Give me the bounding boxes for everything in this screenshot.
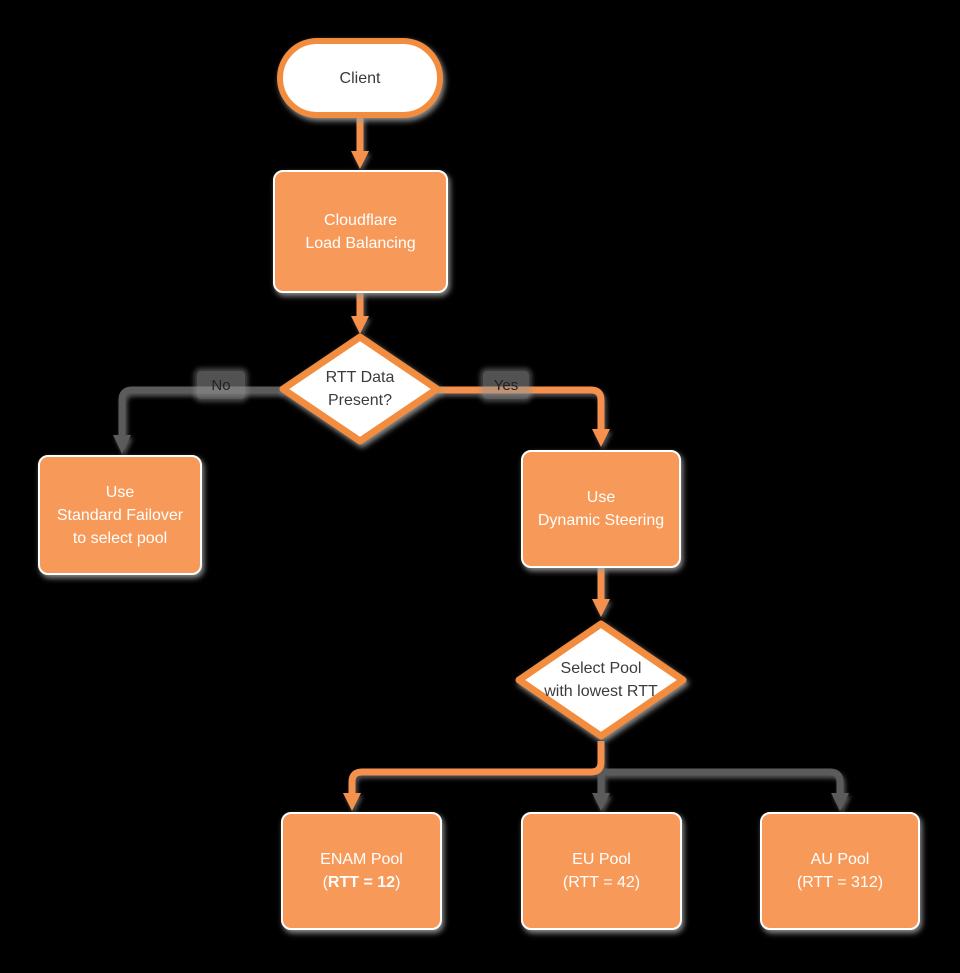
node-dynamic-steering: Use Dynamic Steering [521, 450, 681, 568]
arrowhead-no-icon [113, 435, 131, 454]
edge-label-no-text: No [211, 376, 231, 394]
node-dynamic-steering-line2: Dynamic Steering [537, 512, 665, 529]
edge-label-yes: Yes [483, 371, 529, 399]
node-eu-pool-line2: (RTT = 42) [562, 874, 641, 891]
node-au-pool: AU Pool (RTT = 312) [760, 812, 920, 930]
node-enam-pool: ENAM Pool (RTT = 12) [281, 812, 442, 930]
arrowhead-eu-icon [592, 793, 610, 811]
node-select-pool: Select Pool with lowest RTT [514, 619, 688, 741]
enam-rtt-open-paren: ( [322, 874, 328, 891]
node-eu-pool-line1: EU Pool [572, 851, 631, 868]
node-rtt-decision: RTT Data Present? [278, 332, 442, 446]
arrowhead-lb-icon [351, 151, 369, 169]
arrowhead-select-icon [592, 599, 610, 617]
node-standard-failover-line1: Use [105, 483, 135, 501]
arrowhead-enam-icon [343, 793, 361, 811]
edge-label-no: No [197, 371, 245, 399]
node-rtt-decision-line2: Present? [327, 392, 393, 409]
enam-rtt-close-paren: ) [395, 874, 401, 891]
node-client-label: Client [339, 69, 381, 87]
node-dynamic-steering-line1: Use [586, 489, 616, 506]
edge-label-yes-text: Yes [493, 376, 519, 394]
node-load-balancing-line1: Cloudflare [324, 211, 397, 229]
node-enam-pool-line1: ENAM Pool [320, 851, 403, 868]
node-standard-failover: Use Standard Failover to select pool [38, 455, 202, 575]
select-pool-diamond-shape [515, 620, 687, 740]
node-client: Client [277, 38, 443, 118]
node-rtt-decision-line1: RTT Data [325, 369, 395, 386]
arrowhead-au-icon [831, 793, 849, 811]
arrowhead-yes-icon [592, 429, 610, 447]
node-standard-failover-line2: Standard Failover [56, 506, 184, 524]
node-load-balancing: Cloudflare Load Balancing [273, 170, 448, 293]
arrowhead-rtt-icon [351, 316, 369, 334]
edge-select-au [601, 768, 844, 794]
node-eu-pool: EU Pool (RTT = 42) [521, 812, 682, 930]
node-standard-failover-line3: to select pool [72, 529, 168, 547]
node-au-pool-line1: AU Pool [810, 851, 870, 868]
node-select-pool-line1: Select Pool [560, 660, 642, 677]
node-select-pool-line2: with lowest RTT [544, 683, 658, 700]
rtt-decision-diamond-shape [279, 333, 441, 445]
enam-rtt-value: RTT = 12 [327, 874, 396, 891]
node-load-balancing-line2: Load Balancing [305, 234, 416, 252]
node-enam-pool-line2: (RTT = 12) [323, 871, 401, 894]
edge-select-enam [348, 741, 605, 794]
edge-rtt-no [118, 386, 283, 437]
edge-rtt-yes [437, 386, 605, 430]
node-au-pool-line2: (RTT = 312) [796, 874, 884, 891]
